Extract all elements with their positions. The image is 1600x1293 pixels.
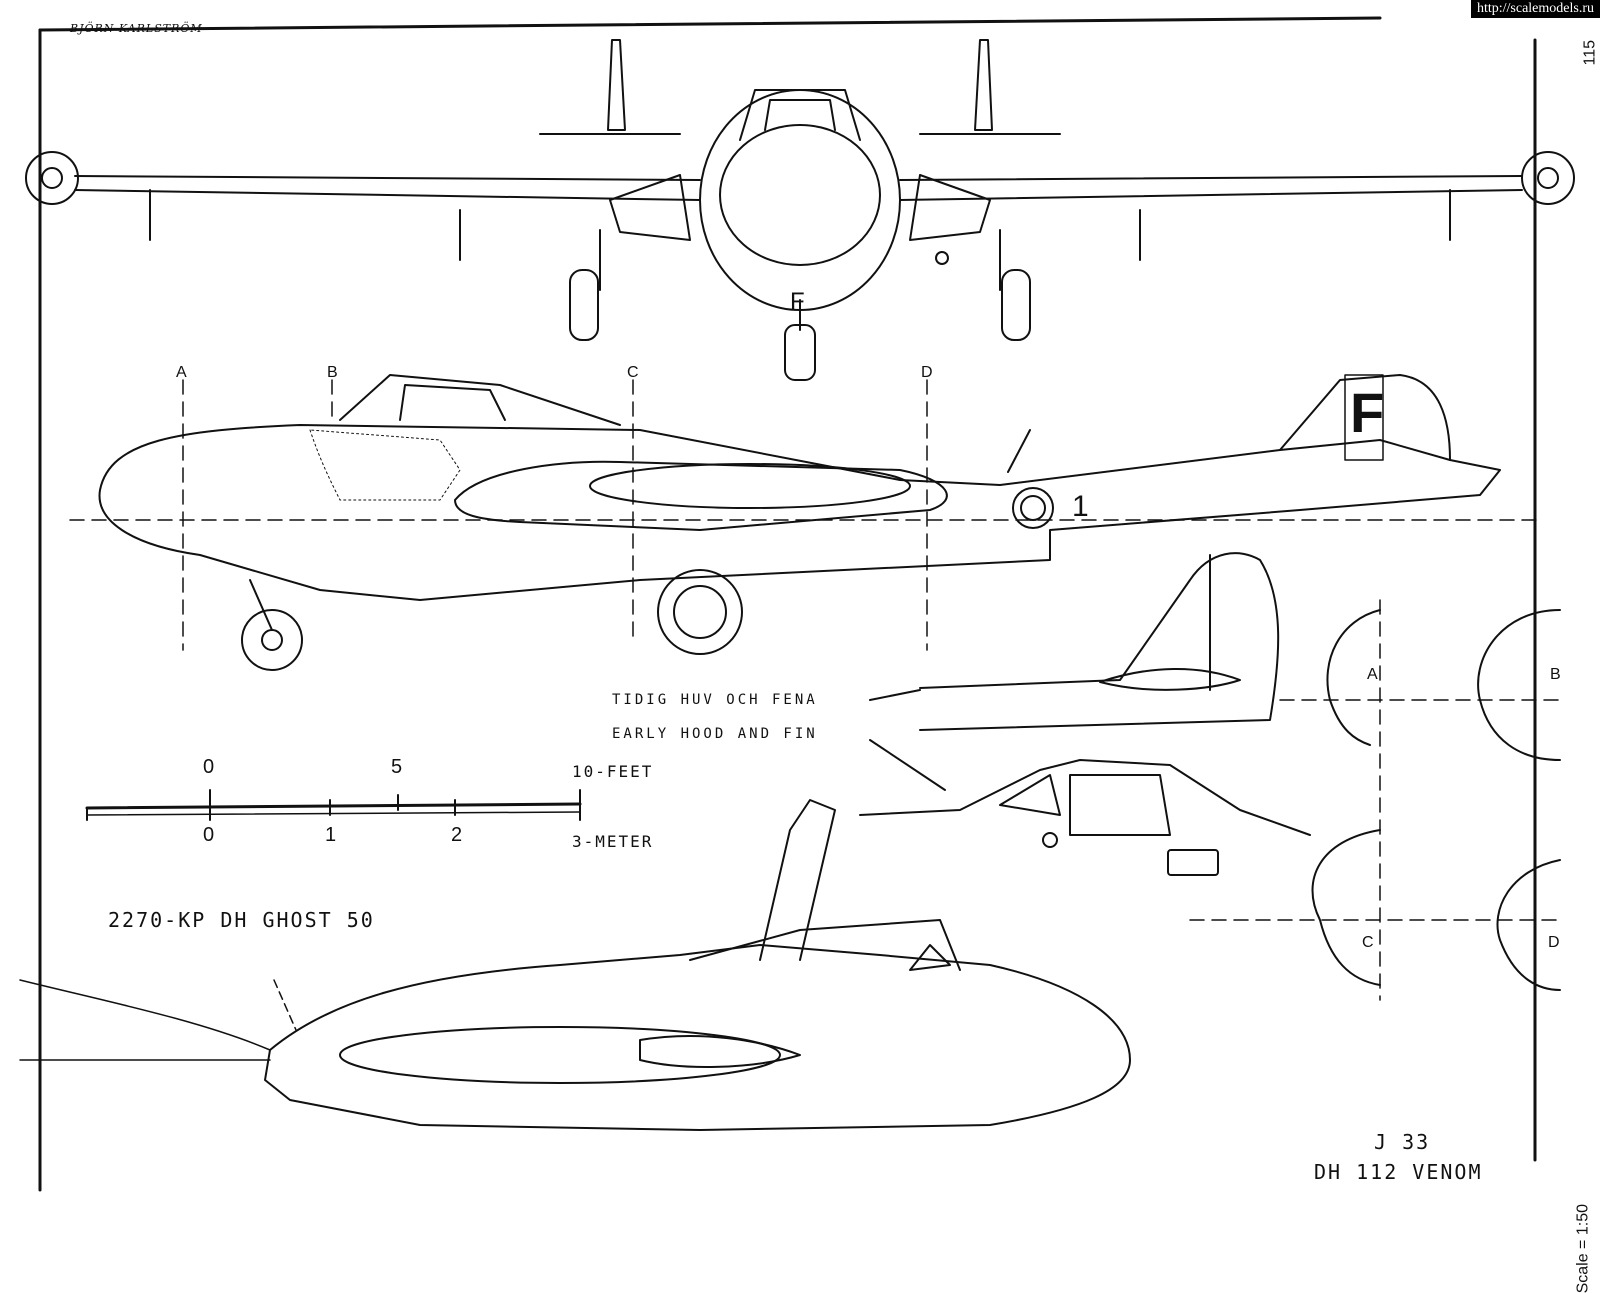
engine-note: 2270-KP DH GHOST 50	[108, 908, 375, 932]
aircraft-designation: J 33	[1374, 1130, 1431, 1154]
side-view	[69, 374, 1541, 671]
early-fin-detail	[869, 552, 1280, 791]
sheet-frame	[38, 16, 1537, 1192]
note-early-hood-swedish: TIDIG HUV OCH FENA	[612, 692, 818, 708]
section-label-b-detail: B	[1550, 666, 1561, 683]
section-label-c-detail: C	[1362, 934, 1374, 951]
section-label-d: D	[921, 364, 933, 381]
meter-tick-3: 3-METER	[572, 832, 654, 851]
page-number: 115	[1582, 40, 1599, 66]
note-early-hood-english: EARLY HOOD AND FIN	[612, 726, 818, 742]
meter-tick-0: 0	[203, 824, 215, 846]
scale-ratio: Scale = 1:50	[1574, 1204, 1591, 1293]
fuselage-number: 1	[1072, 490, 1089, 523]
meter-tick-1: 1	[325, 824, 337, 846]
scale-bar	[85, 789, 582, 821]
watermark-url: http://scalemodels.ru	[1470, 0, 1600, 18]
feet-tick-0: 0	[203, 756, 215, 778]
plan-view	[19, 799, 1131, 1131]
nose-letter: F	[790, 288, 805, 315]
meter-tick-2: 2	[451, 824, 463, 846]
tail-letter: F	[1350, 381, 1385, 444]
aircraft-name: DH 112 VENOM	[1314, 1160, 1483, 1184]
artist-signature: BJÖRN KARLSTRÖM	[70, 22, 203, 35]
section-label-b: B	[327, 364, 338, 381]
drawing-sheet	[19, 16, 1575, 1192]
feet-tick-5: 5	[391, 756, 403, 778]
early-hood-detail	[859, 759, 1311, 876]
feet-tick-10: 10-FEET	[572, 762, 654, 781]
section-label-a-detail: A	[1367, 666, 1378, 683]
cross-sections	[1189, 599, 1561, 1001]
section-label-d-detail: D	[1548, 934, 1560, 951]
front-view	[25, 39, 1575, 381]
section-label-a: A	[176, 364, 187, 381]
section-label-c: C	[627, 364, 639, 381]
